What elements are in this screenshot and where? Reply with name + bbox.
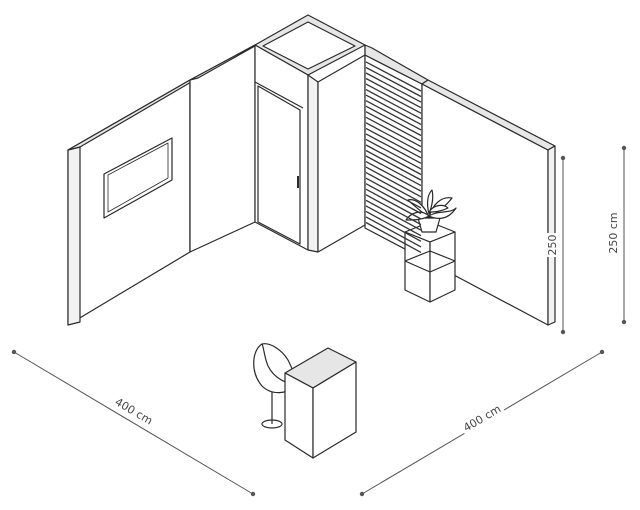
slat [365, 161, 422, 192]
slat [365, 172, 422, 203]
slat [365, 199, 422, 231]
slat [365, 194, 422, 226]
slat [365, 100, 422, 131]
storage-room [254, 14, 366, 253]
left-back-panel [189, 41, 263, 253]
wall-height-label: 250 [546, 235, 559, 256]
slat [365, 83, 422, 114]
total-height-dimension [621, 145, 627, 325]
pedestal-shelf [404, 221, 456, 303]
slat [365, 89, 422, 120]
slat [365, 205, 422, 237]
slat [365, 188, 422, 220]
wall-slats [365, 61, 422, 253]
slat [365, 94, 422, 125]
slat [365, 105, 422, 137]
slat [365, 216, 422, 248]
slat [365, 133, 422, 164]
slat [365, 116, 422, 148]
slat [365, 183, 422, 215]
total-height-label: 250 cm [607, 212, 620, 253]
slat [365, 127, 422, 159]
wall-monitor [103, 137, 173, 219]
slat [365, 66, 422, 98]
slat [365, 210, 422, 242]
slat [365, 144, 422, 176]
slat [365, 77, 422, 109]
slat [365, 166, 422, 198]
slat [365, 138, 422, 170]
counter-desk [284, 347, 357, 459]
slat [365, 149, 422, 181]
slat [365, 111, 422, 142]
slat [365, 177, 422, 209]
slat [365, 122, 422, 153]
slat [365, 61, 422, 92]
slat [365, 221, 422, 253]
left-width-dimension [11, 349, 256, 497]
slat [365, 155, 422, 187]
wall-height-dimension [560, 155, 566, 335]
slat [365, 72, 422, 103]
